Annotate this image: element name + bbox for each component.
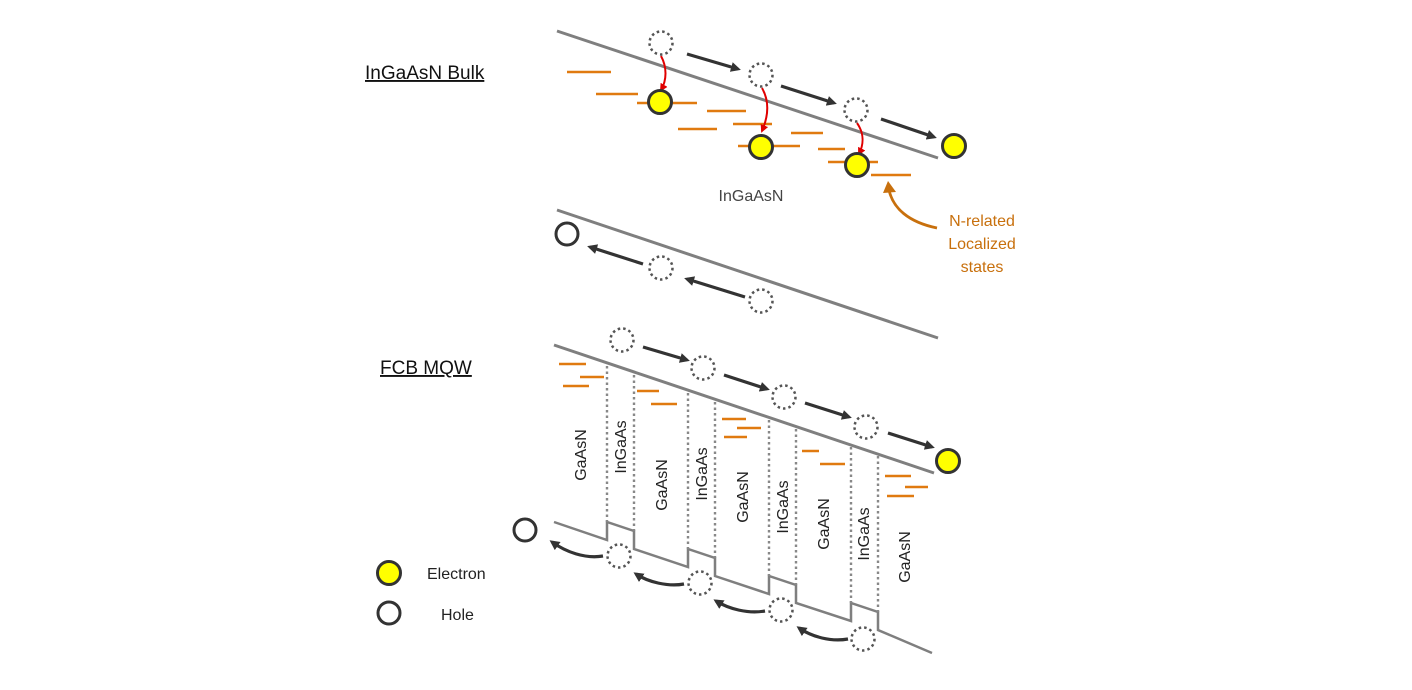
mqw-title: FCB MQW [380, 358, 472, 379]
hole-drift-arrow [633, 572, 685, 587]
bulk-conduction-band [556, 29, 939, 160]
capture-arrow [856, 122, 866, 156]
layer-label: GaAsN [735, 471, 752, 523]
hole-path-ghost [748, 288, 774, 314]
electron-path-ghost [771, 384, 797, 410]
hole-drift-arrow [796, 626, 849, 642]
layer-label: GaAsN [654, 459, 671, 511]
hole-path-ghost [687, 570, 713, 596]
hole-path-ghost [768, 597, 794, 623]
legend-hole-label: Hole [441, 607, 474, 624]
electron-drift-arrow [686, 52, 741, 72]
layer-labels: GaAsN InGaAs GaAsN InGaAs GaAsN InGaAs G… [573, 420, 914, 582]
layer-label: GaAsN [573, 429, 590, 481]
note-pointer-arrow [887, 189, 938, 230]
electron-path-ghost [853, 414, 879, 440]
legend-electron-label: Electron [427, 566, 486, 583]
electron-drift-arrow [880, 117, 937, 140]
note-line-2: Localized [948, 236, 1016, 253]
layer-label: GaAsN [816, 498, 833, 550]
hole-drift-arrow [549, 540, 604, 559]
electron [647, 89, 673, 115]
layer-label: InGaAs [775, 480, 792, 533]
electron-path-ghost [690, 355, 716, 381]
mqw-conduction-band [553, 343, 935, 475]
bulk-material-label: InGaAsN [719, 188, 784, 205]
layer-label: InGaAs [613, 420, 630, 473]
electron-path-ghost [843, 97, 869, 123]
layer-label: InGaAs [694, 447, 711, 500]
hole-drift-arrow [713, 599, 766, 614]
note-line-3: states [961, 259, 1004, 276]
capture-arrow [659, 55, 668, 92]
bulk-title: InGaAsN Bulk [365, 63, 485, 84]
electron-drift-arrow [887, 431, 935, 450]
legend-electron-symbol [376, 560, 402, 586]
mqw-valence-band [553, 520, 933, 655]
electron-drift-arrow [723, 373, 770, 392]
mqw-localized-states [559, 362, 928, 498]
note-line-1: N-related [949, 213, 1015, 230]
hole [512, 517, 538, 543]
electron [941, 133, 967, 159]
capture-arrow [760, 87, 769, 133]
electron [935, 448, 961, 474]
electron-drift-arrow [780, 84, 837, 106]
electron-drift-arrow [642, 345, 690, 363]
hole [554, 221, 580, 247]
layer-label: GaAsN [897, 531, 914, 583]
layer-boundaries [605, 366, 880, 612]
hole-drift-arrow [684, 276, 746, 299]
electron-path-ghost [609, 327, 635, 353]
layer-label: InGaAs [856, 507, 873, 560]
bulk-localized-states [567, 70, 911, 177]
hole-drift-arrow [587, 244, 644, 266]
hole-path-ghost [850, 626, 876, 652]
electron [844, 152, 870, 178]
legend-hole-symbol [376, 600, 402, 626]
legend: Electron Hole [376, 560, 486, 626]
hole-path-ghost [606, 543, 632, 569]
electron-path-ghost [648, 30, 674, 56]
bulk-valence-band [556, 208, 939, 340]
hole-path-ghost [648, 255, 674, 281]
electron-drift-arrow [804, 401, 852, 420]
electron [748, 134, 774, 160]
note-pointer-arrowhead [883, 181, 896, 193]
electron-path-ghost [748, 62, 774, 88]
